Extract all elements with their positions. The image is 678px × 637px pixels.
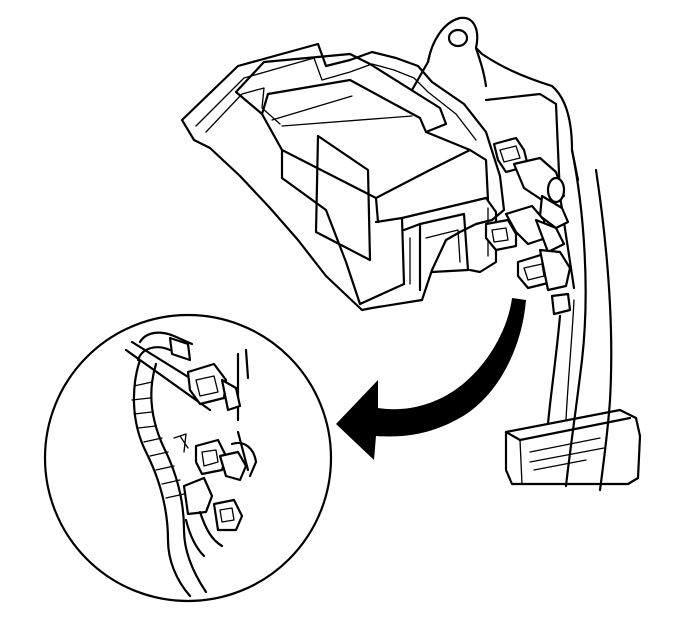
detail-callout-circle <box>43 313 333 603</box>
middle-connector <box>484 204 566 254</box>
carpet-pad <box>504 408 642 486</box>
lower-connector <box>516 248 572 316</box>
wiring-harness <box>546 148 613 492</box>
upper-connector <box>492 136 570 230</box>
direction-arrow <box>336 298 526 460</box>
module-housing <box>180 42 506 312</box>
